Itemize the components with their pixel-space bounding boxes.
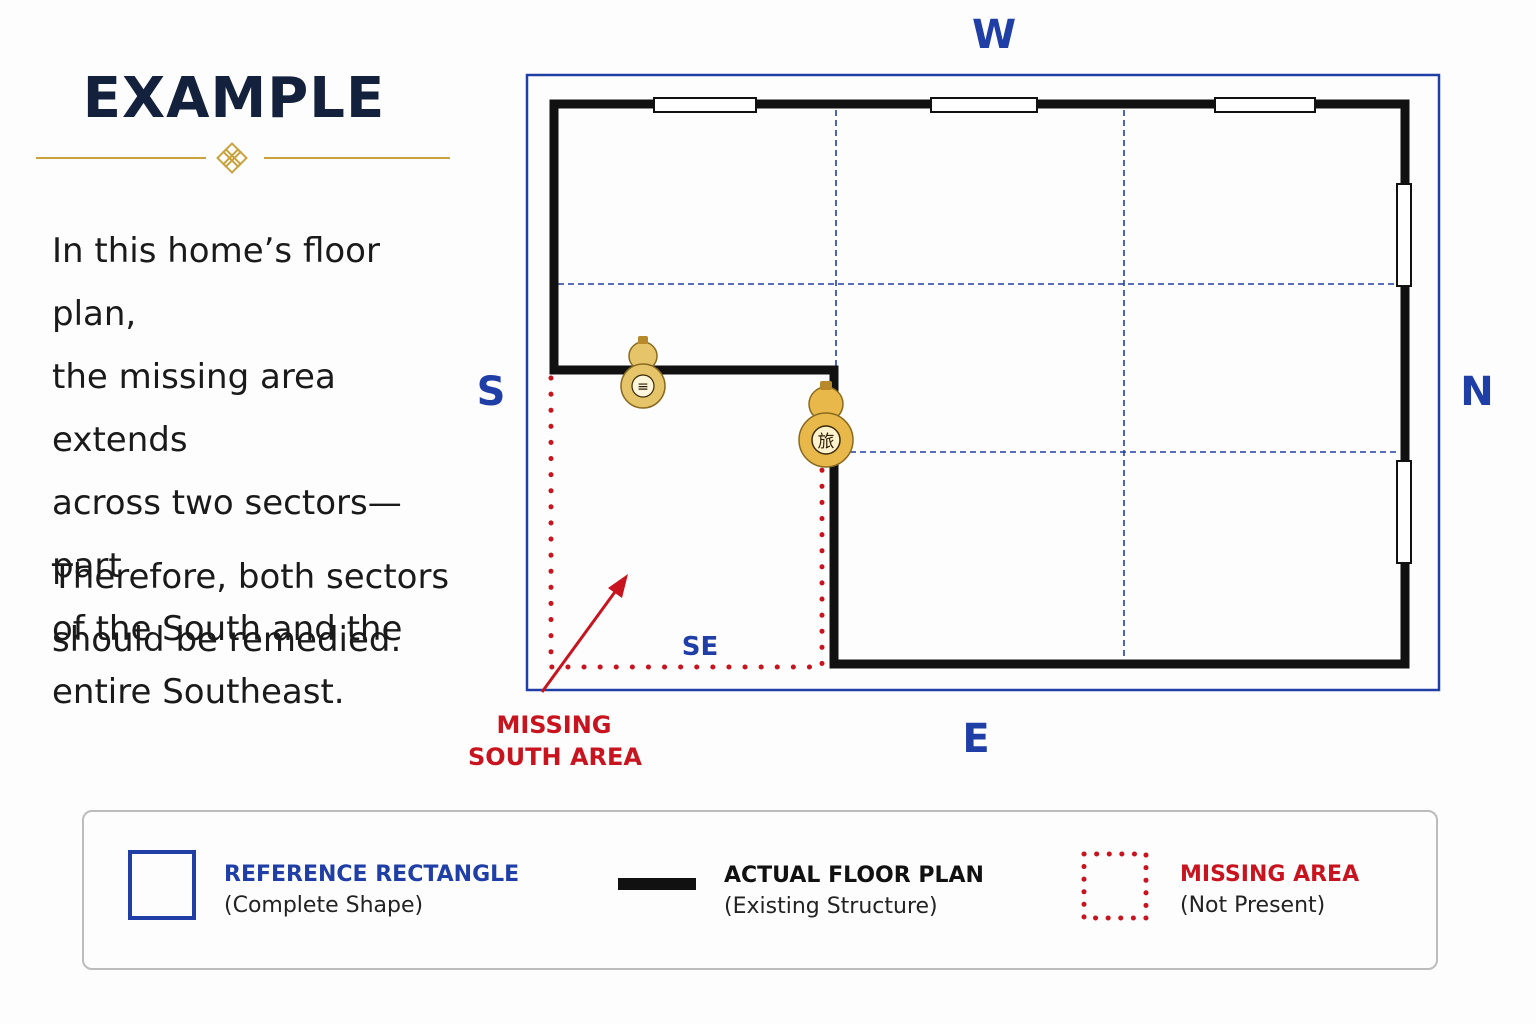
legend-subtitle: (Not Present) [1180,893,1326,918]
direction-north: N [1460,369,1493,415]
conclusion-text: Therefore, both sectors should be remedi… [52,546,462,672]
legend-item-reference: REFERENCE RECTANGLE (Complete Shape) [224,862,519,918]
sector-grid [558,110,1400,660]
description-line: entire Southeast. [52,672,345,712]
missing-label-line-1: MISSING [496,711,611,739]
description-line: the missing area extends [52,357,336,460]
conclusion-line: Therefore, both sectors [52,557,450,597]
legend-title: MISSING AREA [1180,862,1360,887]
missing-label-line-2: SOUTH AREA [468,743,642,771]
window-right [1396,183,1412,564]
legend-subtitle: (Complete Shape) [224,893,424,918]
conclusion-line: should be remedied. [52,620,402,660]
legend-swatch-missing [1081,851,1149,921]
direction-west: W [972,12,1016,58]
gourd-glyph: ≡ [637,379,649,395]
gourd-glyph: 旅 [818,432,835,452]
reference-rectangle [525,73,1441,692]
page-title: EXAMPLE [82,66,386,131]
legend-subtitle: (Existing Structure) [724,894,938,919]
legend-title: REFERENCE RECTANGLE [224,862,520,887]
floor-plan-walls [549,99,1410,669]
description-line: across two sectors—part [52,483,402,586]
legend-title: ACTUAL FLOOR PLAN [724,863,984,888]
direction-south: S [477,369,506,415]
description-line: In this home’s floor plan, [52,231,380,334]
floor-plan-diagram: ≡ 旅 W S N E SE MISSING SOUTH AREA [468,12,1494,771]
ornament-divider [36,142,450,174]
legend-item-missing: MISSING AREA (Not Present) [1180,862,1359,918]
legend-item-floor-plan: ACTUAL FLOOR PLAN (Existing Structure) [724,863,984,919]
endless-knot-icon [216,142,248,174]
legend-swatch-floor-plan [618,878,696,890]
description-text: In this home’s floor plan, the missing a… [52,220,462,724]
direction-east: E [962,716,989,762]
window-top [653,97,1316,113]
missing-area-outline [548,375,825,670]
legend-swatch-reference [128,850,196,920]
arrow-icon [540,574,628,693]
description-line: of the South and the [52,609,403,649]
gourd-icon: 旅 [798,381,854,468]
legend-box: REFERENCE RECTANGLE (Complete Shape) ACT… [82,810,1438,970]
sector-label-se: SE [682,632,719,662]
gourd-icon: ≡ [620,336,666,409]
